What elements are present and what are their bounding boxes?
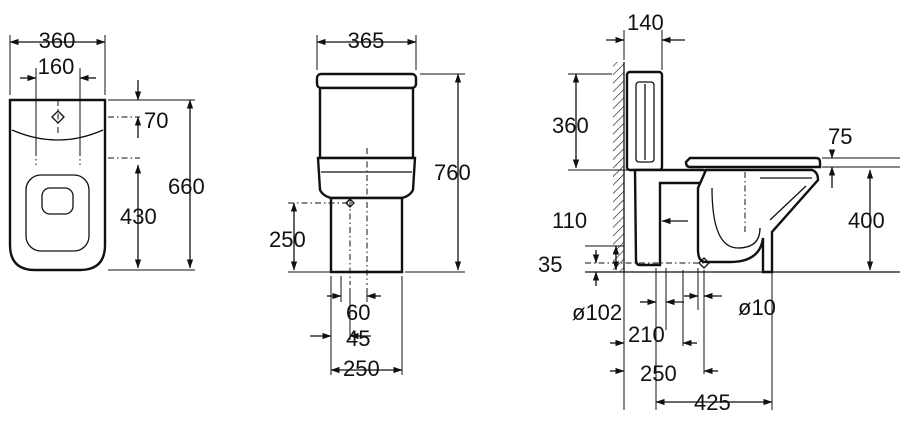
dim-width-365: 365	[348, 28, 385, 53]
side-view-trap	[711, 187, 761, 249]
dim-base-35: 35	[538, 252, 562, 277]
side-fixing-icon	[698, 257, 710, 269]
side-view-wall	[613, 62, 624, 272]
dim-outlet-60: 60	[346, 300, 370, 325]
dim-depth-425: 425	[694, 390, 731, 415]
dim-outlet-45: 45	[346, 326, 370, 351]
dim-height-400: 400	[848, 208, 885, 233]
front-view: 365 760 250 60 45 250	[269, 28, 471, 381]
dim-height-760: 760	[434, 160, 471, 185]
dim-pipe-210: 210	[628, 322, 665, 347]
dim-base-250: 250	[343, 356, 380, 381]
dim-fixing-diameter: ø10	[738, 295, 776, 320]
dim-fixing-430: 430	[120, 204, 157, 229]
dim-fixing-250: 250	[640, 361, 677, 386]
dim-pipe-110: 110	[552, 208, 587, 233]
side-view-seat-cover	[684, 156, 822, 169]
dim-tank-70: 70	[144, 108, 168, 133]
dim-seat-75: 75	[828, 124, 852, 149]
front-view-tank	[318, 86, 415, 160]
side-view: 140 360 75 400 110 35 ø102 ø10	[538, 10, 900, 415]
side-view-flush-mechanism	[635, 81, 655, 163]
top-view: 360 160 70 430 660	[8, 28, 205, 272]
dim-hole-spacing-160: 160	[38, 54, 75, 79]
top-view-seat-outline	[25, 174, 90, 252]
top-view-tank-curve	[11, 129, 104, 141]
dim-width-360: 360	[39, 28, 76, 53]
side-view-bowl	[696, 168, 820, 274]
top-view-seat-inner	[41, 187, 74, 215]
front-view-lid	[315, 72, 418, 90]
front-fixing-icon	[345, 198, 355, 208]
dim-tank-140: 140	[627, 10, 664, 35]
top-view-outline	[8, 98, 107, 272]
dim-depth-660: 660	[168, 174, 205, 199]
dim-pipe-diameter: ø102	[572, 300, 622, 325]
dim-outlet-250: 250	[269, 227, 306, 252]
dim-tank-360: 360	[552, 113, 589, 138]
